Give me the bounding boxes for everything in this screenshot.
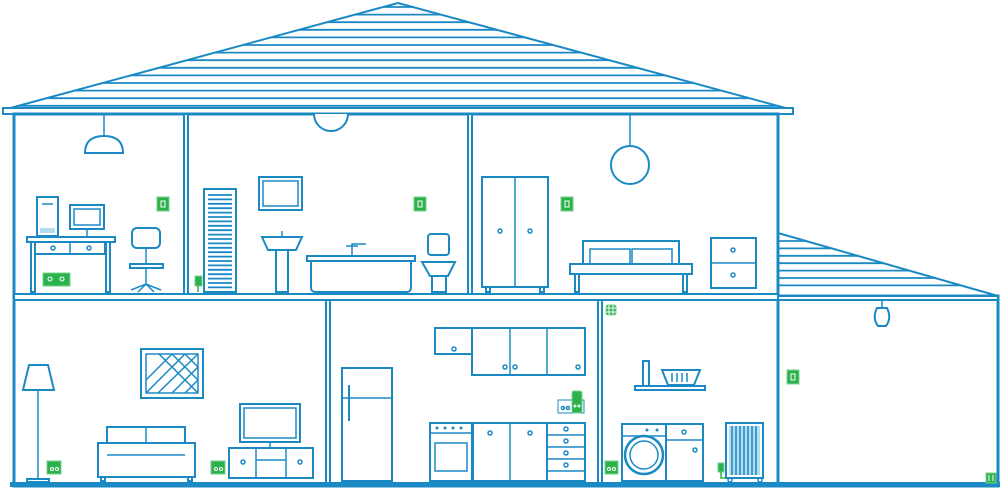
washing-machine xyxy=(621,423,667,482)
monitor xyxy=(69,204,105,236)
radiator xyxy=(203,188,237,293)
smart-plug-icon[interactable] xyxy=(571,390,583,414)
bedroom-room xyxy=(481,114,757,293)
bathtub xyxy=(306,243,416,293)
smart-plug-icon[interactable] xyxy=(194,275,203,292)
wall-picture xyxy=(140,348,204,399)
utility-cabinet xyxy=(665,423,704,482)
smart-switch-icon[interactable] xyxy=(156,196,170,212)
radiator xyxy=(725,422,764,483)
shelf xyxy=(634,360,706,391)
utility-room xyxy=(604,304,764,483)
pendant-lamp-icon xyxy=(873,300,891,327)
toilet xyxy=(420,233,457,293)
kitchen-room xyxy=(341,327,586,482)
ceiling-light-icon xyxy=(313,113,349,132)
garage-roof xyxy=(777,231,999,297)
pendant-lamp-icon xyxy=(610,114,650,185)
mirror xyxy=(258,176,303,211)
nightstand xyxy=(710,237,757,289)
lower-cabinets xyxy=(472,422,586,482)
bed xyxy=(569,240,693,293)
smart-switch-icon[interactable] xyxy=(786,369,800,385)
stove xyxy=(429,422,473,482)
sofa xyxy=(97,426,196,482)
main-roof xyxy=(2,1,794,115)
living-room xyxy=(21,348,314,483)
upper-cabinets xyxy=(434,327,586,376)
wardrobe xyxy=(481,176,549,293)
refrigerator xyxy=(341,367,393,482)
power-socket-icon[interactable] xyxy=(42,272,71,287)
power-socket-icon[interactable] xyxy=(46,460,62,475)
smart-switch-icon[interactable] xyxy=(413,196,427,212)
garage-room xyxy=(786,300,997,484)
floor-lamp xyxy=(21,364,56,483)
power-socket-icon[interactable] xyxy=(985,472,997,484)
power-socket-icon[interactable] xyxy=(604,460,619,475)
pendant-lamp-icon xyxy=(83,114,125,154)
power-socket-icon[interactable] xyxy=(210,460,226,475)
television xyxy=(239,403,301,448)
sink xyxy=(260,231,304,293)
office-room xyxy=(26,114,170,293)
smart-switch-icon[interactable] xyxy=(560,196,574,212)
desk xyxy=(26,236,116,293)
office-chair xyxy=(129,227,164,293)
computer-tower xyxy=(36,196,59,237)
tv-stand xyxy=(228,447,314,479)
bathroom-room xyxy=(194,113,457,293)
smart-plug-icon[interactable] xyxy=(717,462,726,479)
hub-icon[interactable] xyxy=(605,304,617,316)
